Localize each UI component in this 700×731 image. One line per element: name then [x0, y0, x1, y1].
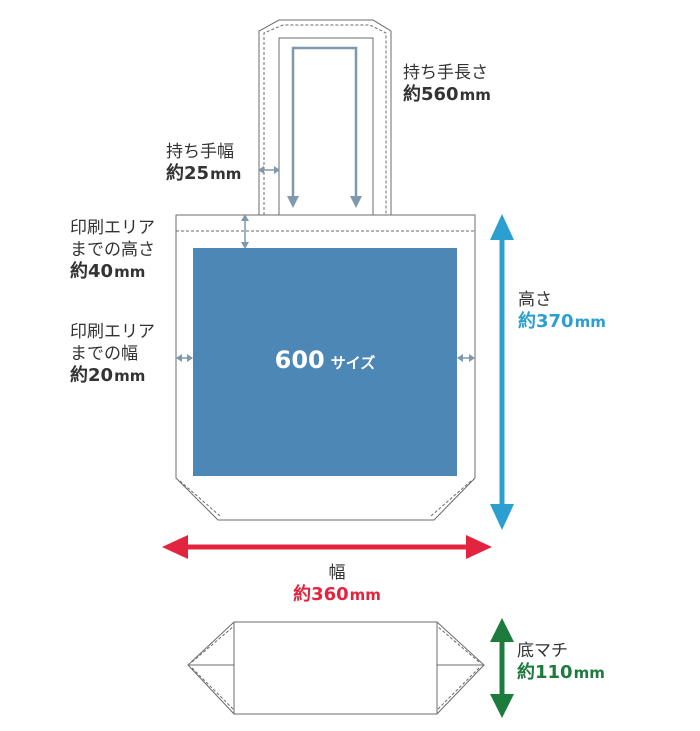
print-area-label: 600 サイズ — [193, 340, 457, 383]
print-top-margin-label: 印刷エリア までの高さ 約40mm — [70, 217, 155, 283]
print-area — [193, 248, 457, 476]
height-arrow — [490, 214, 514, 530]
print-top-margin-unit: mm — [114, 263, 146, 281]
print-top-margin-line1: 印刷エリア — [70, 218, 155, 238]
handle-length-label: 持ち手長さ 約560mm — [403, 62, 491, 106]
print-area-suffix: サイズ — [330, 354, 376, 372]
height-value: 約370 — [518, 311, 574, 332]
width-label: 幅 約360mm — [282, 562, 392, 606]
handle-length-name: 持ち手長さ — [403, 63, 488, 83]
handle-width-arrow — [258, 166, 280, 174]
print-side-margin-line2: までの幅 — [70, 344, 138, 364]
width-name: 幅 — [328, 563, 346, 583]
handle-width-unit: mm — [210, 165, 242, 183]
handle-length-value: 約560 — [403, 84, 459, 105]
gusset-unit: mm — [573, 664, 605, 682]
width-arrow — [162, 535, 492, 559]
width-value: 約360 — [293, 584, 349, 605]
handle-length-unit: mm — [459, 86, 491, 104]
gusset-value: 約110 — [517, 662, 573, 683]
height-label: 高さ 約370mm — [518, 289, 606, 333]
print-side-margin-label: 印刷エリア までの幅 約20mm — [70, 321, 155, 387]
print-side-margin-unit: mm — [114, 367, 146, 385]
gusset-arrow — [490, 618, 514, 718]
print-side-margin-value: 約20 — [70, 365, 114, 386]
handle — [258, 19, 392, 215]
handle-width-label: 持ち手幅 約25mm — [166, 141, 241, 185]
height-name: 高さ — [518, 290, 552, 310]
bag-body — [175, 214, 476, 521]
print-area-size: 600 — [274, 346, 325, 374]
handle-width-name: 持ち手幅 — [166, 142, 234, 162]
gusset-name: 底マチ — [517, 641, 568, 661]
handle-length-arrows — [287, 46, 362, 208]
handle-width-value: 約25 — [166, 163, 210, 184]
gusset-view — [187, 621, 485, 715]
print-top-margin-arrow — [241, 214, 249, 249]
print-side-margin-line1: 印刷エリア — [70, 322, 155, 342]
print-top-margin-line2: までの高さ — [70, 240, 155, 260]
print-side-margin-arrows — [176, 354, 475, 362]
height-unit: mm — [574, 313, 606, 331]
print-top-margin-value: 約40 — [70, 261, 114, 282]
gusset-label: 底マチ 約110mm — [517, 640, 605, 684]
width-unit: mm — [349, 586, 381, 604]
